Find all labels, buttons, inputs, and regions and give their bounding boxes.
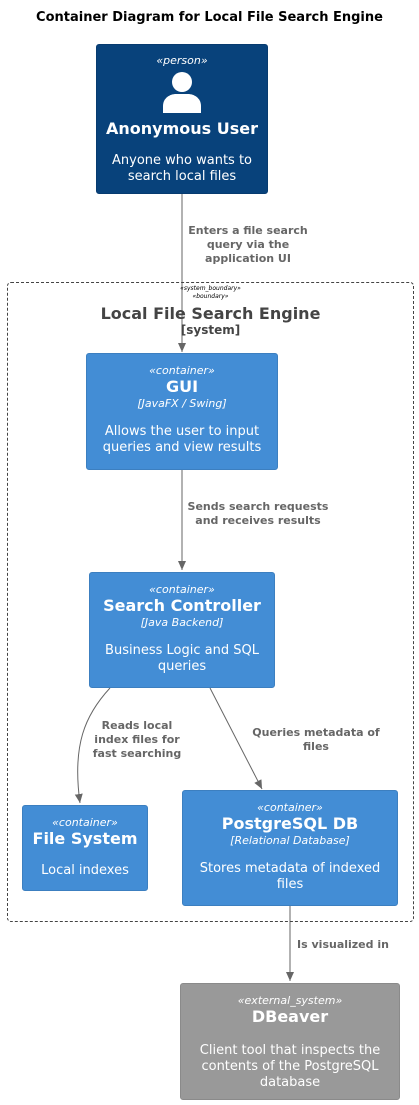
boundary-stereotype: «system_boundary» (180, 285, 241, 292)
edge-label-controller-postgres: Queries metadata of files (252, 726, 380, 753)
system-boundary: «system_boundary» «boundary» Local File … (7, 282, 414, 922)
postgres-description: Stores metadata of indexed files (199, 861, 381, 892)
edge-label-gui-controller: Sends search requests and receives resul… (187, 500, 329, 527)
controller-technology: [Java Backend] (140, 616, 224, 629)
gui-description: Allows the user to input queries and vie… (102, 424, 262, 455)
gui-technology: [JavaFX / Swing] (137, 397, 227, 410)
postgres-technology: [Relational Database] (230, 834, 350, 847)
edge-controller-filesystem (74, 687, 111, 804)
external-system-dbeaver[interactable]: «external_system» DBeaver Client tool th… (180, 983, 400, 1100)
boundary-stereotype-secondary: «boundary» (192, 293, 229, 300)
gui-name: GUI (165, 377, 199, 396)
person-anonymous-user[interactable]: «person» Anonymous User Anyone who wants… (96, 44, 268, 194)
user-description: Anyone who wants to search local files (112, 153, 252, 184)
container-search-controller[interactable]: «container» Search Controller [Java Back… (89, 572, 275, 688)
controller-stereotype: «container» (149, 583, 215, 596)
boundary-type: [system] (180, 323, 241, 337)
diagram-title: Container Diagram for Local File Search … (36, 10, 383, 25)
filesystem-name: File System (32, 829, 138, 848)
edge-controller-postgres (209, 687, 263, 790)
controller-description: Business Logic and SQL queries (105, 643, 259, 674)
edge-label-user-gui: Enters a file search query via the appli… (188, 224, 308, 265)
gui-stereotype: «container» (149, 364, 215, 377)
boundary-name: Local File Search Engine (100, 304, 321, 323)
filesystem-stereotype: «container» (52, 816, 118, 829)
person-icon (163, 72, 201, 113)
postgres-name: PostgreSQL DB (221, 814, 359, 833)
controller-name: Search Controller (103, 596, 261, 615)
dbeaver-description: Client tool that inspects the contents o… (199, 1043, 381, 1090)
user-name: Anonymous User (106, 119, 258, 138)
postgres-stereotype: «container» (257, 801, 323, 814)
container-postgresql-db[interactable]: «container» PostgreSQL DB [Relational Da… (182, 790, 398, 906)
edge-label-postgres-dbeaver: Is visualized in (297, 938, 389, 951)
filesystem-description: Local indexes (41, 863, 129, 878)
dbeaver-name: DBeaver (251, 1007, 329, 1026)
user-stereotype: «person» (156, 54, 208, 67)
edge-label-controller-filesystem: Reads local index files for fast searchi… (92, 719, 182, 760)
container-file-system[interactable]: «container» File System Local indexes (22, 805, 148, 891)
container-gui[interactable]: «container» GUI [JavaFX / Swing] Allows … (86, 353, 278, 470)
dbeaver-stereotype: «external_system» (237, 994, 343, 1007)
